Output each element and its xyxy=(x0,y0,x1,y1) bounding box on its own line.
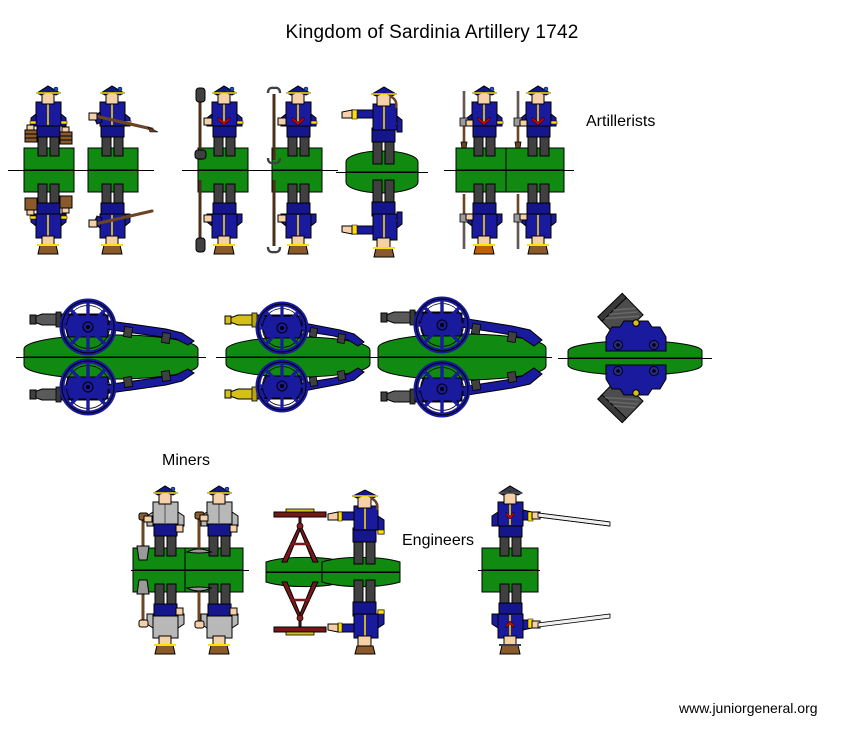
section-label-artillerists: Artillerists xyxy=(586,113,656,130)
figure-field-gun-iron[interactable] xyxy=(16,295,206,419)
gun-upper-half xyxy=(372,294,552,420)
figure-upper-half xyxy=(80,84,159,256)
figure-upper-half xyxy=(16,84,82,256)
page-title: Kingdom of Sardinia Artillery 1742 xyxy=(285,22,579,43)
figure-lower-mirror xyxy=(340,171,422,260)
figure-lower-mirror xyxy=(452,169,515,256)
fold-line xyxy=(8,170,90,171)
figure-upper-half xyxy=(340,84,422,260)
fold-line xyxy=(266,572,344,573)
figure-officer-pointing[interactable] xyxy=(336,84,428,260)
section-label-engineers: Engineers xyxy=(402,532,475,549)
figure-engineer-rodman[interactable] xyxy=(478,484,612,656)
figure-lower-mirror xyxy=(481,569,612,656)
figure-lower-mirror xyxy=(80,169,158,256)
fold-line xyxy=(478,570,540,571)
figure-engineer-officer[interactable] xyxy=(321,489,401,655)
gun-upper-half xyxy=(216,298,376,416)
fold-line xyxy=(322,572,400,573)
figure-lower-mirror xyxy=(190,169,256,256)
fold-line xyxy=(444,170,522,171)
fold-line xyxy=(502,170,574,171)
fold-line xyxy=(182,170,264,171)
fold-line xyxy=(16,357,206,358)
gun-lower-mirror xyxy=(216,356,376,416)
fold-line xyxy=(372,357,552,358)
fold-line xyxy=(558,358,712,359)
figure-lower-mirror xyxy=(264,169,330,256)
figure-linstock-bearer[interactable] xyxy=(80,84,159,256)
figure-upper-half xyxy=(321,489,401,654)
fold-line xyxy=(131,570,193,571)
figure-lower-mirror xyxy=(505,169,568,256)
mortar-upper-half xyxy=(562,292,708,411)
figure-upper-half xyxy=(264,84,330,256)
figure-mortar[interactable] xyxy=(558,292,712,424)
figure-lower-mirror xyxy=(131,569,193,656)
figure-rammer-crew[interactable] xyxy=(182,84,264,256)
figure-upper-half xyxy=(190,84,256,256)
mortar-lower-mirror xyxy=(562,357,708,424)
gun-upper-half xyxy=(16,295,206,419)
fold-line xyxy=(80,170,154,171)
figure-upper-half xyxy=(184,484,247,656)
section-label-miners: Miners xyxy=(162,452,211,469)
fold-line xyxy=(216,357,376,358)
fold-line xyxy=(336,172,428,173)
figure-field-gun-heavy[interactable] xyxy=(372,294,552,420)
figure-lower-mirror xyxy=(16,169,82,256)
gun-lower-mirror xyxy=(372,356,552,420)
site-credit: www.juniorgeneral.org xyxy=(679,700,818,716)
gun-lower-mirror xyxy=(16,356,206,419)
figure-upper-half xyxy=(481,484,612,656)
figure-bucket-carrier[interactable] xyxy=(8,84,90,256)
fold-line xyxy=(256,170,338,171)
figure-lower-mirror xyxy=(321,571,401,655)
figure-musketeer-b[interactable] xyxy=(502,84,574,256)
figure-miner-pick[interactable] xyxy=(181,484,249,656)
figure-field-gun-brass[interactable] xyxy=(216,298,376,416)
fold-line xyxy=(181,570,249,571)
figure-musketeer-a[interactable] xyxy=(444,84,522,256)
figure-lower-mirror xyxy=(184,569,247,656)
figure-worm-crew[interactable] xyxy=(256,84,338,256)
figure-upper-half xyxy=(452,84,515,256)
